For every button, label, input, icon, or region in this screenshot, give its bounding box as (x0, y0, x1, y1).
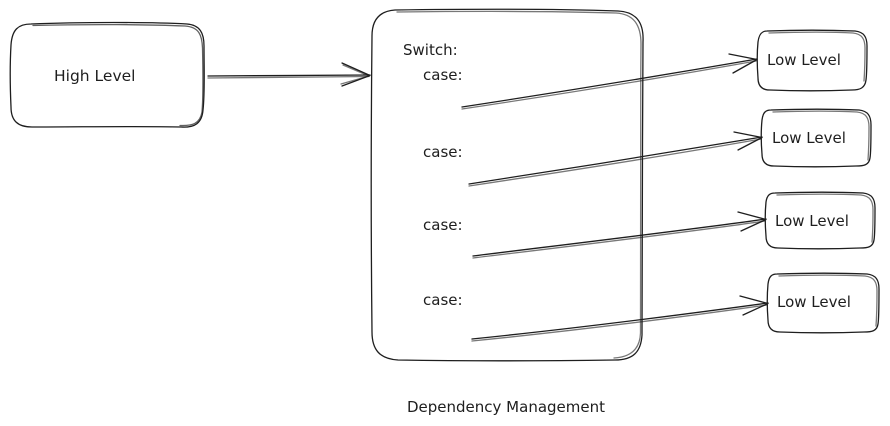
diagram-caption: Dependency Management (407, 398, 605, 416)
case-label-4: case: (423, 291, 463, 309)
low-level-label-2: Low Level (772, 129, 846, 147)
low-level-node-3[interactable]: Low Level (764, 191, 876, 250)
high-level-label: High Level (54, 67, 135, 85)
low-level-node-1[interactable]: Low Level (756, 29, 868, 92)
high-level-node[interactable]: High Level (9, 21, 205, 128)
low-level-node-4[interactable]: Low Level (766, 272, 880, 334)
case-label-2: case: (423, 143, 463, 161)
arrow-case-4 (471, 295, 769, 342)
arrow-case-3 (472, 211, 767, 259)
arrow-case-1 (461, 53, 758, 110)
low-level-label-1: Low Level (767, 51, 841, 69)
switch-node[interactable]: Switch: case: case: case: case: (370, 8, 644, 362)
low-level-label-4: Low Level (777, 293, 851, 311)
arrow-high-to-switch (207, 62, 371, 87)
case-label-1: case: (423, 66, 463, 84)
low-level-label-3: Low Level (775, 212, 849, 230)
switch-label: Switch: (403, 41, 458, 59)
case-label-3: case: (423, 216, 463, 234)
low-level-node-2[interactable]: Low Level (760, 108, 872, 168)
arrow-case-2 (468, 131, 763, 187)
